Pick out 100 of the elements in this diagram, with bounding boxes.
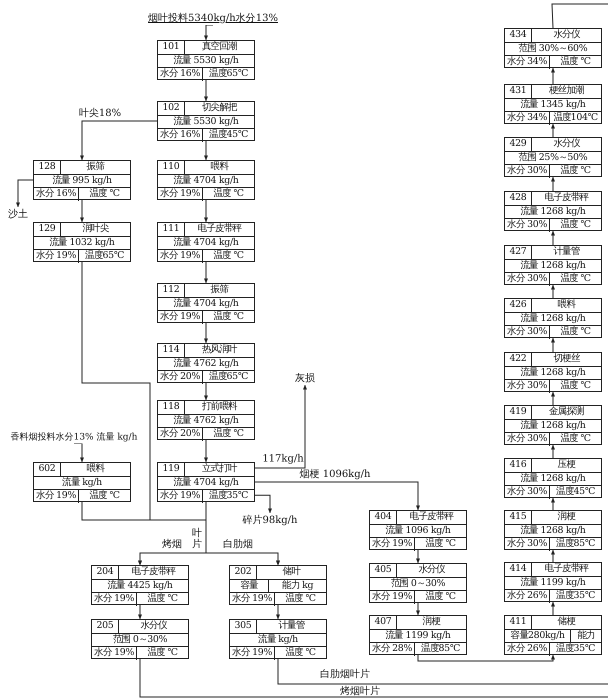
value-cell-text: 流量 4762 kg/h — [172, 414, 240, 428]
arrow — [254, 384, 307, 468]
number-cell-text: 202 — [233, 566, 252, 579]
process-box — [504, 458, 602, 498]
name-cell: 热风润叶 — [184, 344, 254, 357]
arrow — [551, 444, 555, 458]
process-box — [157, 400, 255, 440]
moisture-cell-text: 水分 34% — [506, 56, 548, 69]
number-cell-text: 428 — [508, 192, 528, 205]
temperature-cell: 温度 ℃ — [136, 647, 188, 660]
text-label: 叶片 — [192, 528, 203, 550]
name-cell: 计量管 — [530, 246, 601, 259]
number-cell-text: 422 — [508, 353, 528, 366]
temperature-cell: 温度 ℃ — [549, 433, 601, 446]
arrow — [16, 180, 34, 208]
value-cell-text: 流量 1199 kg/h — [519, 576, 587, 590]
number-cell-text: 427 — [508, 246, 528, 259]
temperature-cell: 温度 ℃ — [549, 219, 601, 232]
process-box — [91, 619, 189, 659]
process-box — [504, 352, 602, 392]
temperature-cell: 温度35℃ — [202, 490, 254, 503]
process-box — [157, 283, 255, 323]
flow-label: 碎片98kg/h — [242, 513, 298, 527]
arrow — [551, 338, 555, 352]
arrow — [204, 322, 208, 344]
arrow — [204, 200, 208, 222]
moisture-cell-text: 水分 30% — [506, 380, 548, 393]
name-cell: 电子皮带秤 — [530, 563, 601, 576]
moisture-cell-text: 水分 19% — [93, 593, 136, 606]
arrow — [551, 550, 555, 562]
edge-label: 117kg/h — [261, 454, 305, 464]
temperature-cell: 温度 ℃ — [202, 311, 254, 324]
number-cell-text: 305 — [233, 620, 252, 633]
temperature-cell: 温度85℃ — [414, 643, 466, 656]
name-cell: 电子皮带秤 — [396, 511, 466, 524]
value-cell-text: 流量 1268 kg/h — [519, 472, 587, 486]
process-box — [91, 565, 189, 605]
moisture-cell-text: 水分 19% — [159, 311, 202, 324]
value-cell-text: 流量 4704 kg/h — [172, 298, 240, 310]
name-cell: 喂料 — [184, 161, 254, 174]
temperature-cell: 温度 ℃ — [78, 490, 130, 503]
number-cell-text: 419 — [508, 406, 528, 419]
moisture-cell-text: 水分 26% — [506, 590, 548, 603]
temperature-cell: 温度 ℃ — [274, 647, 326, 660]
process-box — [157, 222, 255, 262]
number-cell-text: 602 — [37, 463, 56, 476]
value-cell-text: 流量 kg/h — [61, 476, 103, 490]
moisture-cell-text: 水分 16% — [35, 188, 78, 201]
process-box — [229, 619, 327, 659]
edge-label: 叶尖18% — [78, 106, 122, 120]
name-cell: 振筛 — [184, 284, 254, 297]
process-box — [504, 137, 602, 177]
name-cell: 润梗 — [396, 616, 466, 629]
process-box — [157, 462, 255, 502]
name-cell: 切梗丝 — [530, 353, 601, 366]
process-box — [504, 191, 602, 231]
moisture-cell-text: 水分 16% — [159, 129, 202, 142]
temperature-cell: 温度 ℃ — [202, 250, 254, 263]
process-box — [33, 160, 131, 200]
arrow — [204, 382, 208, 400]
process-box — [33, 462, 131, 502]
temperature-cell: 温度 ℃ — [414, 591, 466, 604]
moisture-cell-text: 水分 19% — [35, 490, 78, 503]
number-cell-text: 411 — [508, 616, 528, 629]
moisture-cell-text: 水分 19% — [159, 250, 202, 263]
process-box — [504, 84, 602, 124]
value-cell-text: 流量 1199 kg/h — [384, 630, 452, 642]
arrow — [204, 80, 208, 102]
moisture-cell-text: 水分 30% — [506, 165, 548, 178]
value-cell-text: 范围 30%～60% — [518, 42, 588, 56]
number-cell-text: 416 — [508, 459, 528, 472]
value-cell-text: 流量 4704 kg/h — [172, 476, 240, 490]
name-cell: 金属探测 — [530, 406, 601, 419]
temperature-cell: 温度104℃ — [549, 112, 601, 125]
value-cell-text: 流量 4704 kg/h — [172, 236, 240, 250]
moisture-cell-text: 水分 19% — [231, 647, 274, 660]
name-cell: 水分仪 — [530, 138, 601, 151]
name-cell: 喂料 — [530, 299, 601, 312]
name-cell: 立式打叶 — [184, 463, 254, 476]
process-box — [504, 28, 602, 68]
number-cell-text: 128 — [37, 161, 56, 174]
arrow — [80, 200, 84, 222]
moisture-cell-text: 水分 19% — [159, 490, 202, 503]
moisture-cell-text: 水分 20% — [159, 428, 202, 441]
arrow — [551, 498, 555, 510]
value-cell-text: 流量 1268 kg/h — [519, 366, 587, 380]
arrow — [418, 654, 555, 662]
name-cell: 储叶 — [256, 566, 326, 579]
moisture-cell-text: 水分 16% — [159, 68, 202, 81]
moisture-cell-text: 水分 19% — [35, 250, 78, 263]
value-cell: 能力 — [570, 630, 601, 642]
flow-label: 烟叶投料5340kg/h水分13% — [147, 11, 279, 25]
flow-label: 灰损 — [294, 371, 316, 385]
moisture-cell-text: 水分 30% — [506, 273, 548, 286]
number-cell-text: 434 — [508, 29, 528, 42]
arrow — [551, 230, 555, 246]
number-cell-text: 426 — [508, 299, 528, 312]
arrow — [551, 602, 555, 616]
name-cell: 水分仪 — [118, 620, 188, 633]
temperature-cell: 温度65℃ — [202, 371, 254, 384]
